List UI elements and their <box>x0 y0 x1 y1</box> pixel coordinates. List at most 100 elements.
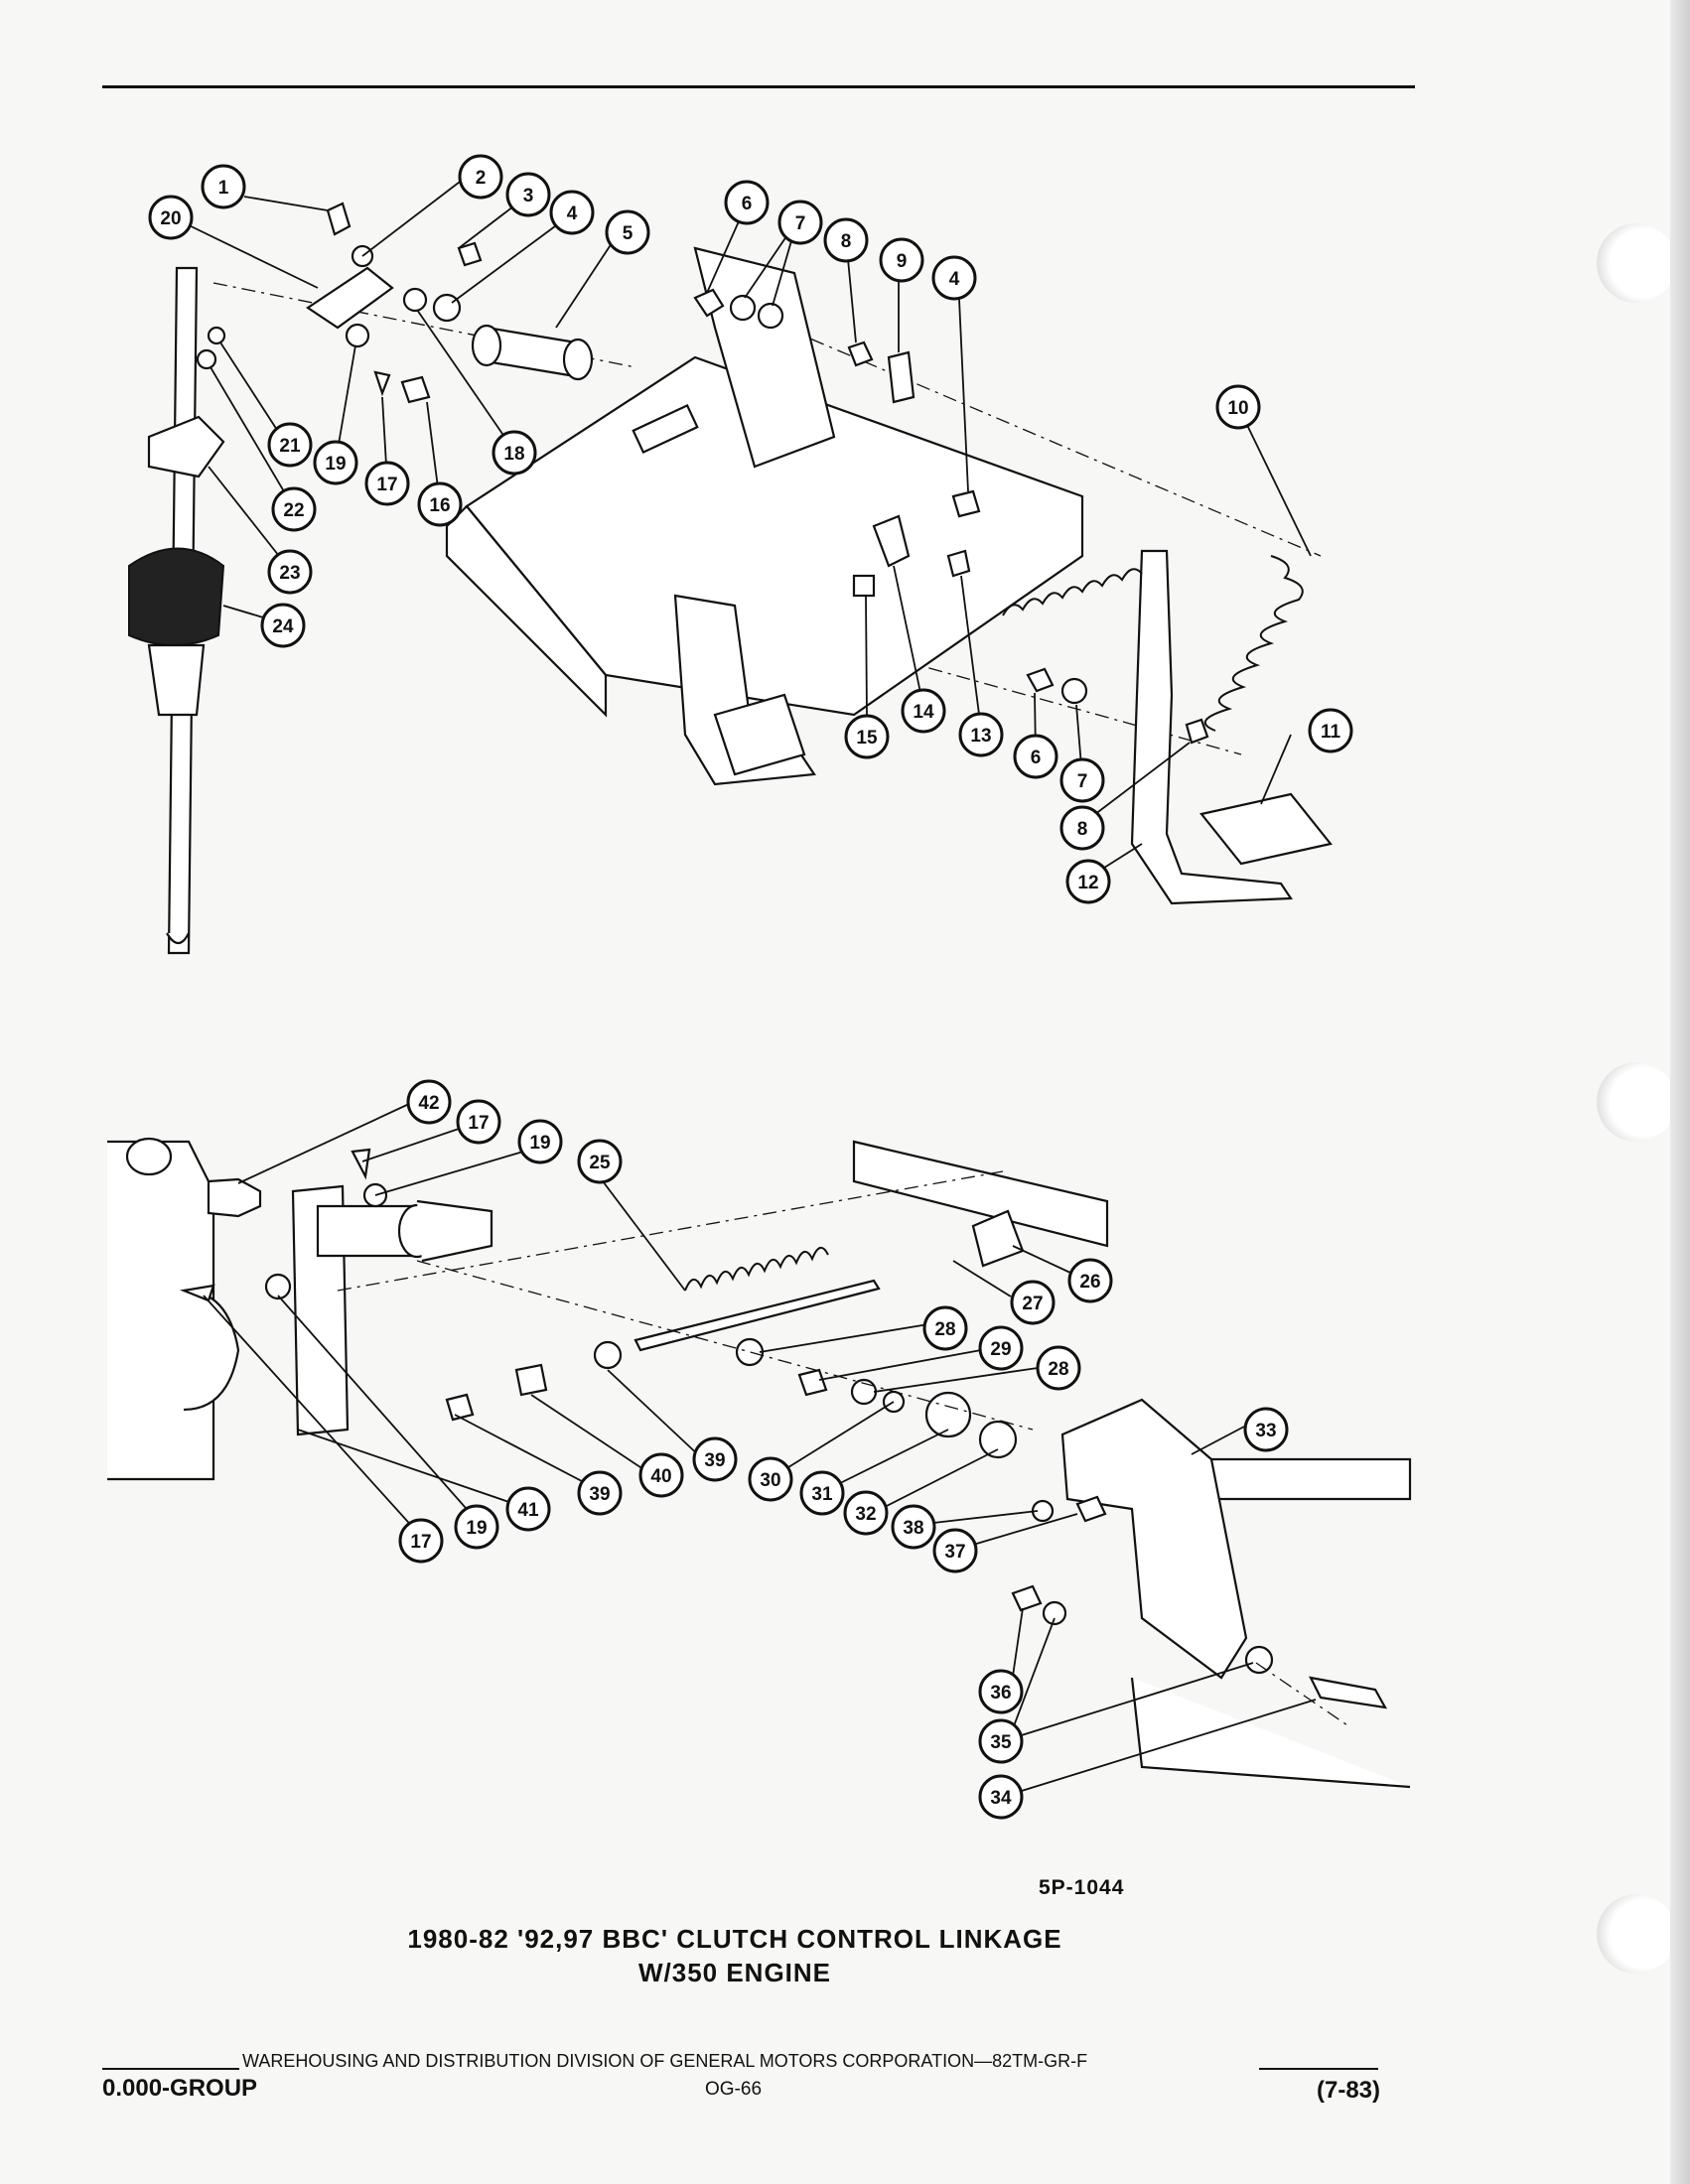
callout-7: 7 <box>777 200 823 245</box>
svg-text:25: 25 <box>589 1153 611 1173</box>
cotter-pin-17 <box>351 1148 371 1180</box>
svg-text:19: 19 <box>529 1133 550 1154</box>
bolt-1 <box>326 202 352 236</box>
figure-subtitle: W/350 ENGINE <box>637 1958 832 1987</box>
svg-text:23: 23 <box>279 563 300 584</box>
svg-text:8: 8 <box>841 231 852 252</box>
nut-16 <box>400 375 431 404</box>
bolt-21 <box>207 326 226 345</box>
callout-8b: 8 <box>1059 805 1105 851</box>
cable-bracket-23 <box>147 415 225 478</box>
centerline <box>416 1260 1034 1431</box>
callout-22: 22 <box>271 486 317 532</box>
cotter-pin-17 <box>373 370 391 397</box>
callout-9: 9 <box>879 237 924 283</box>
footer-division: WAREHOUSING AND DISTRIBUTION DIVISION OF… <box>242 2051 1088 2071</box>
block-housing <box>183 1289 240 1412</box>
clutch-pedal-pad <box>1199 792 1333 866</box>
top-rule <box>102 85 1415 88</box>
svg-text:4: 4 <box>567 204 578 224</box>
callout-23: 23 <box>267 549 313 595</box>
block-boss <box>125 1137 173 1176</box>
callout-19: 19 <box>313 440 358 485</box>
svg-text:17: 17 <box>410 1532 431 1553</box>
svg-text:27: 27 <box>1022 1294 1043 1314</box>
svg-text:33: 33 <box>1255 1421 1276 1441</box>
svg-text:32: 32 <box>855 1504 876 1525</box>
binder-hole-bottom <box>1597 1894 1676 1974</box>
svg-text:17: 17 <box>468 1113 489 1134</box>
centerline <box>1255 1662 1351 1728</box>
svg-text:36: 36 <box>990 1683 1011 1704</box>
swivel-40 <box>514 1363 548 1397</box>
bushing-4b <box>951 489 981 518</box>
figure-title: 1980-82 '92,97 BBC' CLUTCH CONTROL LINKA… <box>407 1924 1062 1954</box>
callout-19c: 19 <box>517 1119 563 1164</box>
callout-4b: 4 <box>931 255 977 301</box>
callout-27: 27 <box>1010 1280 1056 1325</box>
svg-text:16: 16 <box>429 495 450 516</box>
return-spring-25 <box>684 1247 829 1292</box>
svg-text:15: 15 <box>856 728 878 749</box>
svg-text:9: 9 <box>897 251 908 272</box>
nut-41 <box>445 1393 475 1422</box>
washer-18 <box>402 287 428 313</box>
callout-10: 10 <box>1215 384 1261 430</box>
callout-40: 40 <box>638 1452 684 1498</box>
assist-spring-10 <box>1203 555 1304 732</box>
svg-text:24: 24 <box>272 616 294 637</box>
pivot-tube-end <box>562 338 594 381</box>
svg-text:11: 11 <box>1321 722 1341 743</box>
centerline <box>337 1170 1004 1292</box>
callout-6: 6 <box>724 180 770 225</box>
bushing-32 <box>978 1420 1018 1459</box>
brake-pedal-pad <box>713 693 806 776</box>
washer-7b <box>1060 677 1088 705</box>
pivot-tube-end <box>471 324 502 367</box>
callout-2: 2 <box>458 154 503 200</box>
callout-5: 5 <box>605 209 650 255</box>
bolt-8b <box>1185 718 1209 745</box>
callout-32: 32 <box>843 1490 889 1536</box>
footer-date: (7-83) <box>1317 2077 1381 2104</box>
washer-22 <box>196 348 217 370</box>
centerline <box>783 327 1322 557</box>
svg-text:3: 3 <box>523 186 534 206</box>
svg-text:6: 6 <box>1031 748 1042 768</box>
callout-41: 41 <box>505 1486 551 1532</box>
pushrod-27 <box>634 1279 881 1352</box>
binder-hole-top <box>1597 223 1676 303</box>
clip-14 <box>872 514 911 568</box>
callout-39: 39 <box>692 1436 738 1482</box>
washer-7 <box>757 302 784 330</box>
centerline <box>595 575 1242 755</box>
callout-12: 12 <box>1065 859 1111 904</box>
svg-text:38: 38 <box>903 1518 923 1539</box>
page-edge-shadow <box>1670 0 1690 2184</box>
nut-39 <box>593 1340 623 1370</box>
washer-28 <box>735 1337 765 1367</box>
callout-17: 17 <box>364 461 410 506</box>
washer-19b <box>264 1273 292 1300</box>
nut-36 <box>1011 1584 1043 1612</box>
callout-21: 21 <box>267 422 313 468</box>
svg-text:2: 2 <box>476 168 487 189</box>
callout-33: 33 <box>1243 1407 1289 1452</box>
svg-text:31: 31 <box>811 1484 833 1505</box>
callout-35: 35 <box>978 1718 1024 1764</box>
callout-31: 31 <box>799 1470 845 1516</box>
svg-text:22: 22 <box>283 500 304 521</box>
svg-text:10: 10 <box>1227 398 1248 419</box>
washer-35b <box>1244 1645 1274 1675</box>
bracket-mount <box>1130 1677 1411 1789</box>
footer-rule-right <box>1259 2068 1378 2070</box>
svg-text:8: 8 <box>1077 819 1088 840</box>
callout-34: 34 <box>978 1774 1024 1820</box>
svg-text:26: 26 <box>1079 1272 1100 1293</box>
callout-29: 29 <box>978 1325 1024 1371</box>
svg-text:18: 18 <box>503 444 524 465</box>
bottom-assembly <box>107 1137 1412 1789</box>
callout-4: 4 <box>549 190 595 235</box>
figure-code: 5P-1044 <box>1039 1876 1125 1899</box>
